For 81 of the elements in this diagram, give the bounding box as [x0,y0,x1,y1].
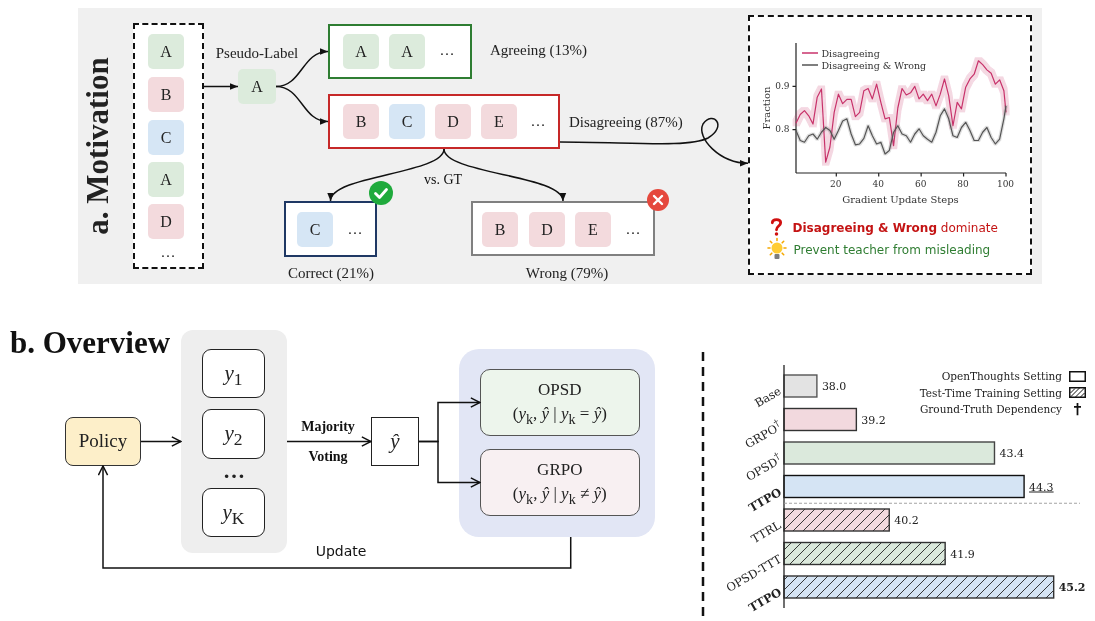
section-heading: b. Overview [10,325,171,361]
group-panel [459,349,655,537]
formula-text: (y$_{k}$, ŷ | y$_{k}$ = ŷ) [512,404,607,428]
dashed-panel [748,15,1032,275]
answer-tile: A [238,69,276,104]
value-label: 43.4 [999,446,1024,460]
arrow [286,436,372,447]
value-label: 41.9 [950,547,975,560]
ellipsis-text: … [223,458,245,484]
arrow [275,85,329,124]
caption-label: Pseudo-Label [215,44,299,62]
answer-group-box [328,24,472,79]
answer-tile: C [389,104,425,139]
note-text: Disagreeing & Wrong dominate [792,220,998,235]
box-title: OPSD [538,379,582,400]
arrow [203,83,239,90]
legend-label: Test-Time Training Setting [919,386,1062,399]
answer-tile: C [297,212,333,247]
sample-box: y$_{K}$ [202,488,265,537]
answer-tile: A [148,34,184,69]
answer-tile: B [148,77,184,112]
tick-label: 20 [830,178,842,189]
arrow [443,148,564,202]
answer-tile: E [481,104,517,139]
tick-label: 0.9 [775,80,790,91]
value-label: 39.2 [861,413,886,426]
answer-tile: D [148,204,184,239]
answer-tile: D [435,104,471,139]
note-text: Prevent teacher from misleading [793,242,991,257]
caption-label: Disagreeing (87%) [569,113,683,131]
box-title: GRPO [537,459,583,480]
ellipsis-text: … [625,220,641,238]
process-box: Policy [65,417,141,466]
caption-label: Wrong (79%) [525,264,609,282]
sample-box: y$_{1}$ [202,349,265,398]
formula-text: (y$_{k}$, ŷ | y$_{k}$ ≠ ŷ) [512,484,607,508]
tick-label: 100 [996,178,1015,189]
answer-tile: B [482,212,518,247]
legend-label: Ground-Truth Dependency [919,403,1062,415]
answer-tile: C [148,120,184,155]
group-panel [181,330,287,553]
legend-label: OpenThoughts Setting [941,370,1062,382]
answer-tile: E [575,212,611,247]
value-label: 38.0 [821,379,847,393]
answer-tile: D [529,212,565,247]
ellipsis-text: … [160,243,176,261]
process-box [480,449,640,516]
tick-label: 0.8 [775,124,790,135]
tick-label: 40 [872,178,884,189]
answer-tile: A [389,34,425,69]
edge-label: Majority Voting [300,418,356,466]
answer-tile: A [148,162,184,197]
process-box [480,369,640,436]
tick-label: 80 [957,178,969,189]
axis-title: Fraction [760,86,771,129]
arrow [329,148,445,202]
value-label: 44.3 [1029,480,1054,493]
answer-tile: A [343,34,379,69]
value-label: 45.2 [1058,580,1086,594]
sample-box: y$_{2}$ [202,409,265,459]
arrow [559,117,749,166]
value-label: 40.2 [894,513,919,527]
caption-label: Agreeing (13%) [490,41,588,59]
axis-title: Gradient Update Steps [842,193,959,204]
arrow [140,436,182,447]
category-label: Base [752,383,784,411]
tick-label: 60 [914,178,927,189]
section-heading: a. Motivation [80,57,116,235]
legend-label: Disagreeing [821,47,880,58]
ellipsis-text: … [439,41,455,59]
ellipsis-text: … [530,112,546,130]
caption-label: Correct (21%) [287,264,375,282]
result-box: ŷ [371,417,419,466]
dashed-container [133,23,204,269]
arrow [418,440,481,488]
arrow [97,465,572,569]
ellipsis-text: … [347,220,363,238]
background-panel [78,8,1042,284]
legend-label: Disagreeing & Wrong [821,59,927,70]
answer-tile: B [343,104,379,139]
answer-group-box [328,94,560,149]
